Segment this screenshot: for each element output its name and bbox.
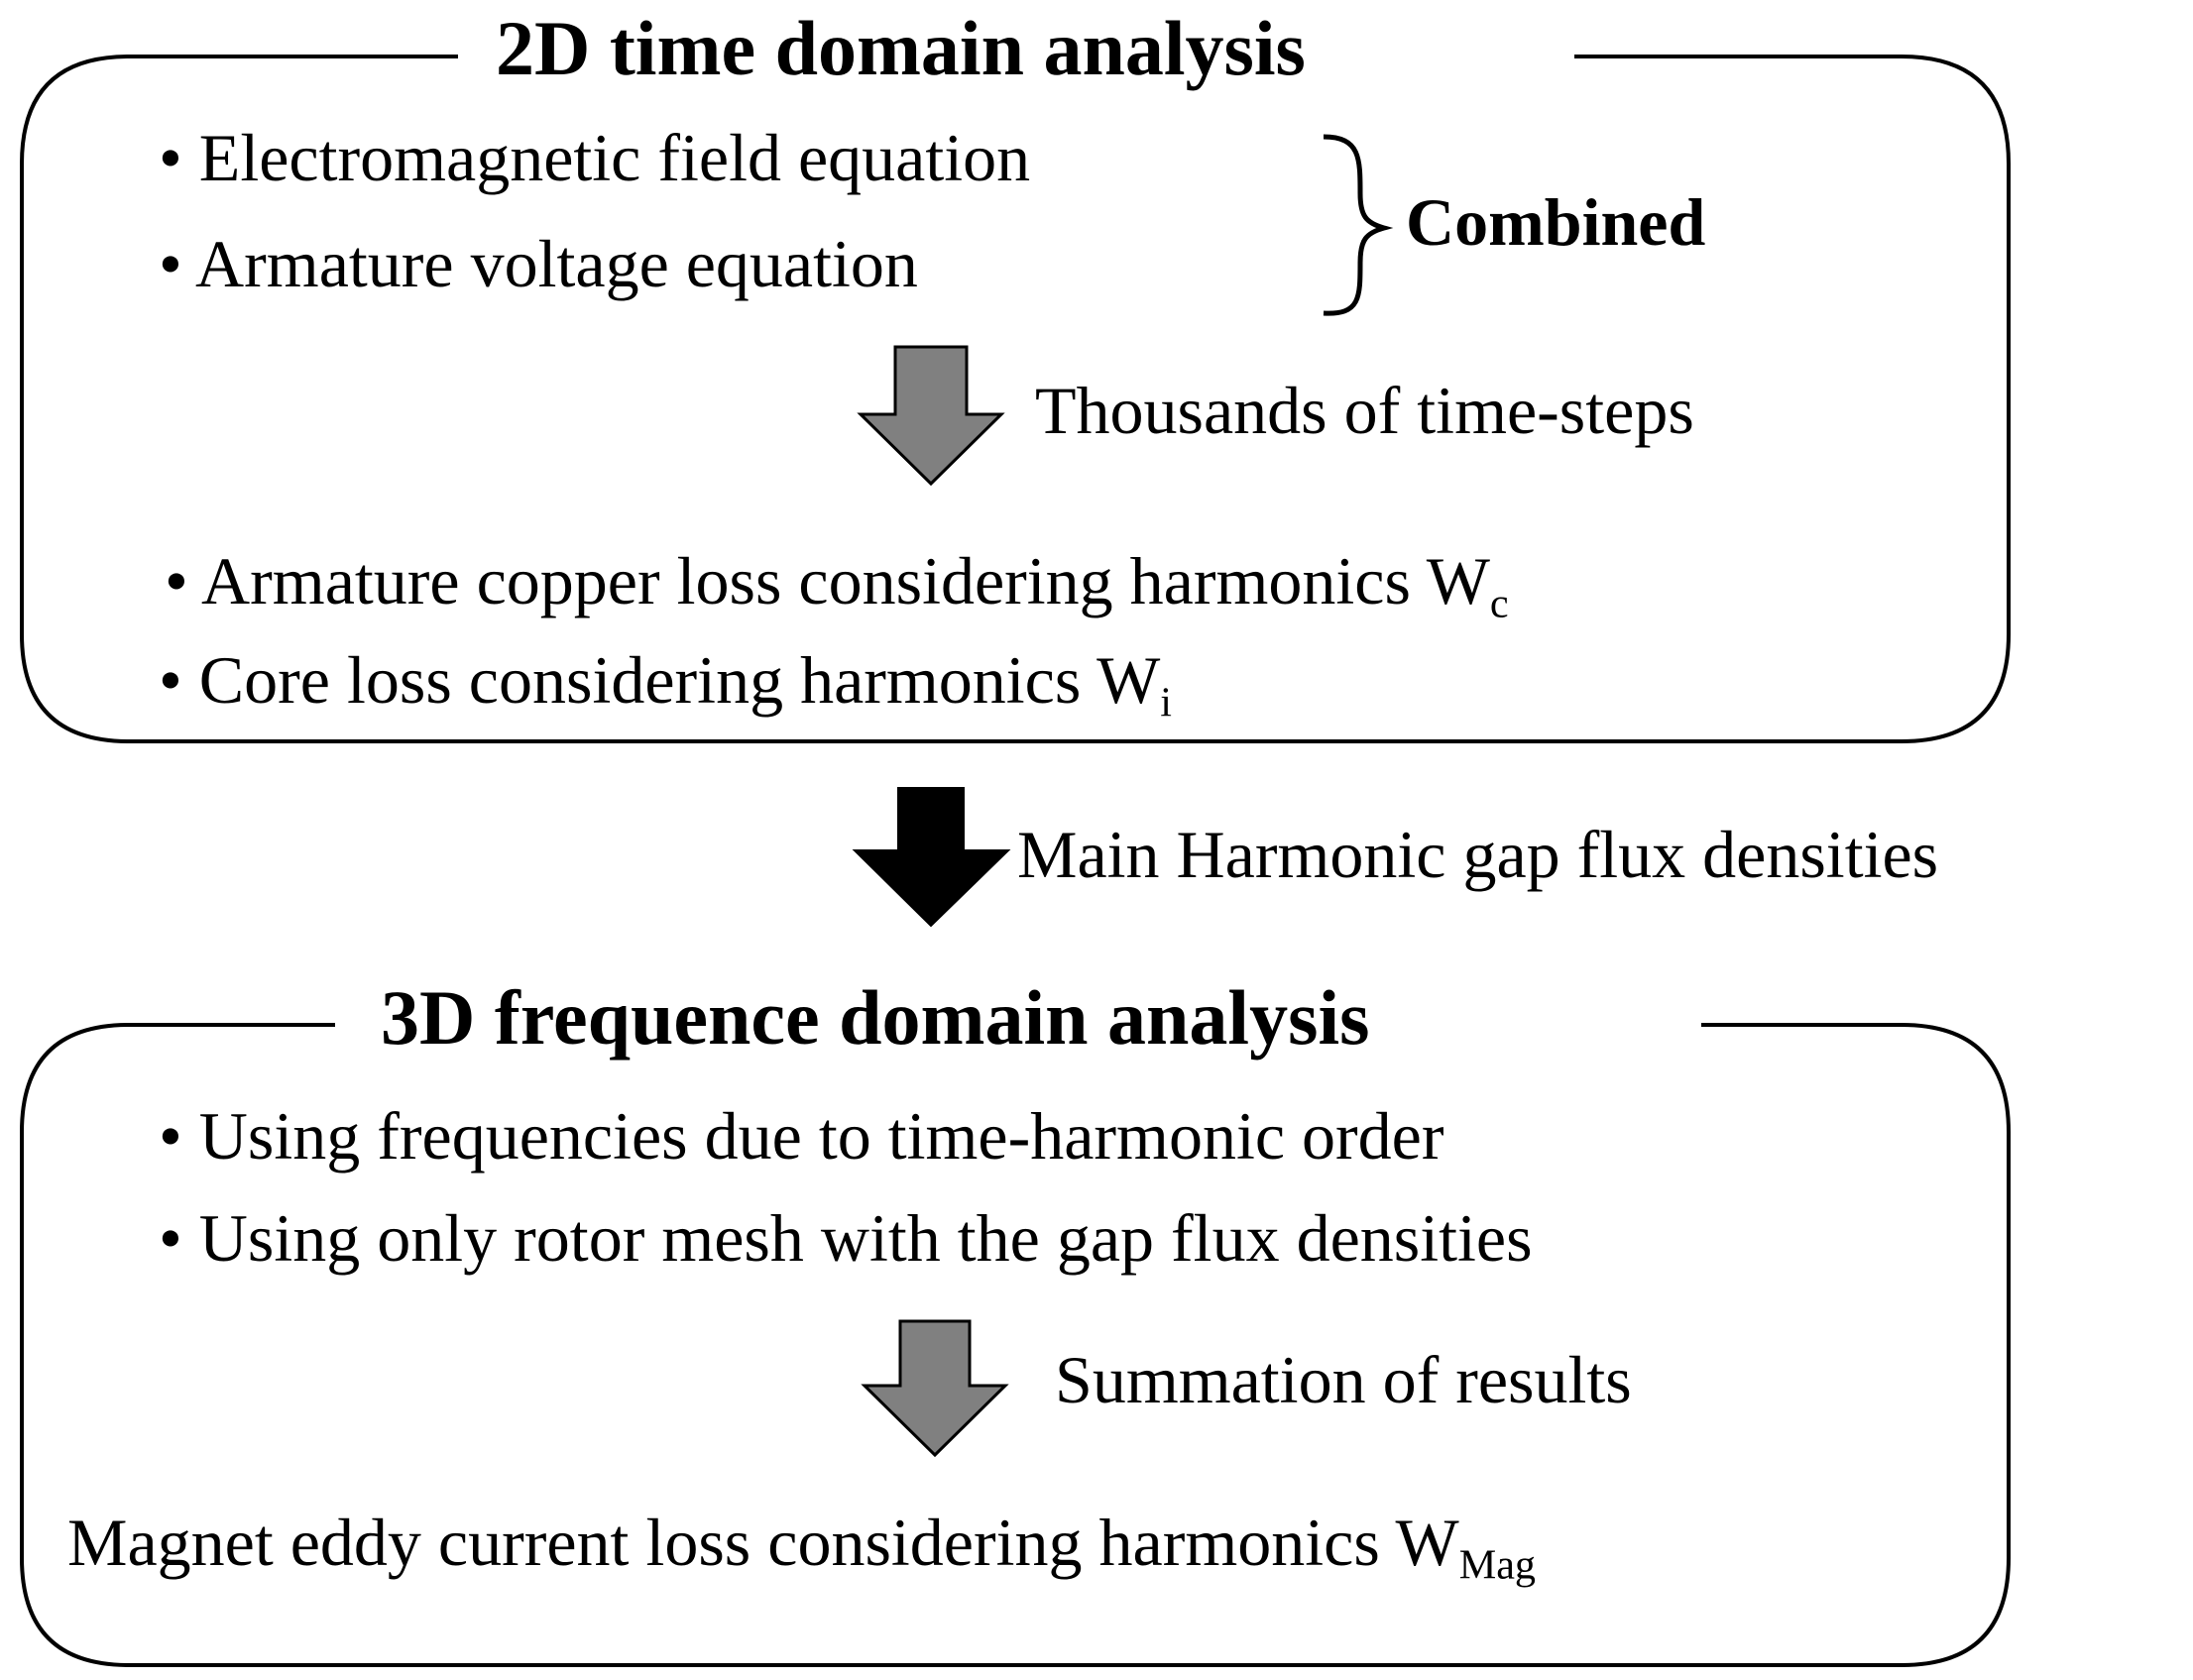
- bottom-item-frequencies: • Using frequencies due to time-harmonic…: [159, 1098, 1444, 1174]
- summation-arrow-icon: [861, 1319, 1009, 1458]
- summation-label: Summation of results: [1055, 1342, 1632, 1417]
- connector-label: Main Harmonic gap flux densities: [1017, 817, 1939, 892]
- top-box-title: 2D time domain analysis: [496, 5, 1306, 91]
- top-item-armature-voltage: • Armature voltage equation: [159, 226, 918, 301]
- result-magnet-loss: Magnet eddy current loss considering har…: [67, 1509, 1536, 1586]
- result-magnet-loss-subscript: Mag: [1458, 1541, 1537, 1589]
- connector-arrow-icon: [852, 787, 1011, 928]
- top-box-outline: [20, 55, 2011, 743]
- bottom-box-outline: [20, 1023, 2011, 1667]
- top-item-electromagnetic: • Electromagnetic field equation: [159, 120, 1031, 195]
- result-core-loss-subscript: i: [1160, 679, 1172, 727]
- bottom-box-title: 3D frequence domain analysis: [381, 974, 1370, 1061]
- combined-label: Combined: [1406, 184, 1706, 260]
- time-steps-arrow-icon: [857, 345, 1005, 487]
- time-steps-label: Thousands of time-steps: [1035, 373, 1694, 448]
- result-magnet-loss-text: Magnet eddy current loss considering har…: [67, 1505, 1459, 1580]
- result-copper-loss: • Armature copper loss considering harmo…: [165, 547, 1509, 624]
- result-copper-loss-text: • Armature copper loss considering harmo…: [165, 543, 1490, 618]
- combined-brace: [1323, 134, 1394, 316]
- bottom-item-rotor-mesh: • Using only rotor mesh with the gap flu…: [159, 1200, 1533, 1276]
- result-core-loss-text: • Core loss considering harmonics W: [159, 642, 1161, 718]
- result-copper-loss-subscript: c: [1489, 580, 1509, 627]
- result-core-loss: • Core loss considering harmonics Wi: [159, 646, 1172, 724]
